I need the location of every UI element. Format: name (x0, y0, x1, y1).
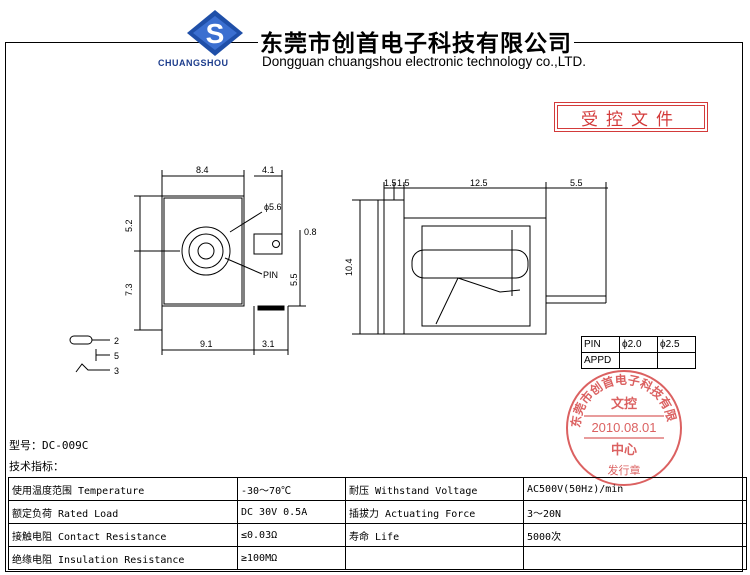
spec-cell: 接触电阻 Contact Resistance (8, 523, 238, 547)
pin-symbol-5: 5 (114, 351, 119, 361)
pin-symbol-3: 3 (114, 366, 119, 376)
spec-cell: 寿命 Life (345, 523, 524, 547)
table-row: 额定负荷 Rated Load DC 30V 0.5A 插拔力 Actuatin… (8, 500, 747, 524)
spec-cell: 耐压 Withstand Voltage (345, 477, 524, 501)
table-row: 绝缘电阻 Insulation Resistance ≥100MΩ (8, 546, 747, 570)
socket-outer-circle (181, 226, 231, 276)
dim-9-1: 9.1 (200, 339, 213, 349)
pin-label: PIN (263, 270, 278, 280)
spec-cell: ≤0.03Ω (237, 523, 346, 547)
dim-10-4: 10.4 (344, 258, 354, 276)
pin-symbol-2: 2 (114, 336, 119, 346)
release-stamp: 东莞市创首电子科技有限公司 文控 2010.08.01 中心 发行章 (564, 368, 682, 486)
brand-name: CHUANGSHOU (158, 58, 229, 68)
controlled-document-stamp: 受控文件 (554, 102, 708, 132)
spec-cell: ≥100MΩ (237, 546, 346, 570)
pin-table-cell (619, 352, 658, 369)
dim-0-8: 0.8 (304, 227, 317, 237)
stamp-bottom-text: 发行章 (608, 463, 641, 477)
dim-5-5-front: 5.5 (289, 273, 299, 286)
side-view-body (403, 217, 547, 335)
spec-cell: 5000次 (523, 523, 747, 547)
spec-cell: 插拔力 Actuating Force (345, 500, 524, 524)
dim-7-3: 7.3 (124, 283, 134, 296)
pin-table-phi-2-5: ϕ2.5 (657, 336, 696, 353)
spec-cell: -30～70℃ (237, 477, 346, 501)
dim-3-1: 3.1 (262, 339, 275, 349)
dim-4-1: 4.1 (262, 165, 275, 175)
dim-8-4: 8.4 (196, 165, 209, 175)
spec-cell (523, 546, 747, 570)
spec-cell: 3～20N (523, 500, 747, 524)
spec-cell: 额定负荷 Rated Load (8, 500, 238, 524)
spec-cell: AC500V(50Hz)/min (523, 477, 747, 501)
company-logo-icon: S (187, 10, 243, 56)
company-name-en: Dongguan chuangshou electronic technolog… (262, 54, 586, 69)
company-name-cn: 东莞市创首电子科技有限公司 (258, 24, 574, 58)
dim-phi-5-6: ϕ5.6 (264, 202, 282, 212)
dim-5-5-side: 5.5 (570, 178, 583, 188)
specs-table: 使用温度范围 Temperature -30～70℃ 耐压 Withstand … (8, 477, 747, 570)
model-number: 型号：DC-009C (9, 439, 89, 452)
pin-symbol-icon (69, 335, 93, 345)
table-row: 接触电阻 Contact Resistance ≤0.03Ω 寿命 Life 5… (8, 523, 747, 547)
side-view-flange (383, 199, 405, 335)
dim-5-2: 5.2 (124, 219, 134, 232)
pin-table-header: PIN (581, 336, 620, 353)
specs-title: 技术指标： (9, 460, 64, 473)
dim-1-5-b: 1.5 (397, 178, 410, 188)
pin-table-phi-2-0: ϕ2.0 (619, 336, 658, 353)
dim-1-5-a: 1.5 (384, 178, 397, 188)
pin-table: PIN ϕ2.0 ϕ2.5 APPD (581, 336, 696, 369)
controlled-document-label: 受控文件 (581, 109, 681, 130)
table-row: 使用温度范围 Temperature -30～70℃ 耐压 Withstand … (8, 477, 747, 501)
pin-table-appd: APPD (581, 352, 620, 369)
spec-cell: DC 30V 0.5A (237, 500, 346, 524)
spec-cell: 使用温度范围 Temperature (8, 477, 238, 501)
dim-12-5: 12.5 (470, 178, 488, 188)
stamp-center-bottom: 中心 (611, 442, 637, 458)
stamp-date: 2010.08.01 (591, 420, 656, 435)
stamp-center-top: 文控 (611, 396, 637, 412)
svg-text:S: S (206, 18, 225, 49)
pin-table-cell (657, 352, 696, 369)
spec-cell (345, 546, 524, 570)
spec-cell: 绝缘电阻 Insulation Resistance (8, 546, 238, 570)
pin-hole-circle (197, 242, 215, 260)
